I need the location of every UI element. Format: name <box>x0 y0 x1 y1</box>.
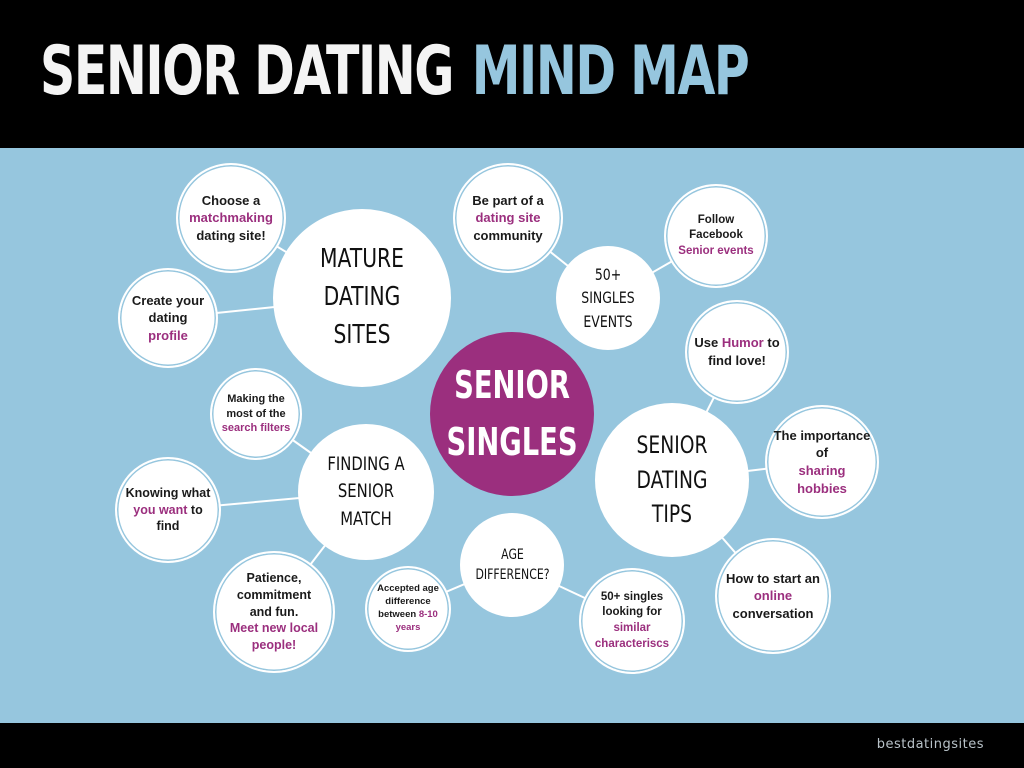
leaf-text: Accepted age difference between 8-10 yea… <box>367 583 449 634</box>
hub-finding-match: FINDING A SENIOR MATCH <box>298 424 434 560</box>
leaf-matchmaking: Choose a matchmaking dating site! <box>176 163 286 273</box>
leaf-text: Patience, commitment and fun. Meet new l… <box>215 570 333 654</box>
leaf-facebook: Follow Facebook Senior events <box>664 184 768 288</box>
leaf-text-a: Use <box>694 335 719 351</box>
leaf-text-b: to find love! <box>708 335 780 368</box>
leaf-text-b: dating site! <box>196 227 266 243</box>
hub-match-label: FINDING A SENIOR MATCH <box>327 452 405 530</box>
leaf-text-b: community <box>473 227 543 243</box>
leaf-text-a: 50+ singles looking for <box>600 590 664 619</box>
hub-dating-tips: SENIOR DATING TIPS <box>595 403 749 557</box>
leaf-text-highlight: search filters <box>221 422 291 435</box>
leaf-text-a: Making the most of the <box>226 392 286 420</box>
footer-bar: bestdatingsites <box>0 723 1024 768</box>
leaf-text: Use Humor to find love! <box>687 334 787 369</box>
leaf-text-highlight: online <box>753 588 793 604</box>
leaf-knowing: Knowing what you want to find <box>115 457 221 563</box>
leaf-patience: Patience, commitment and fun. Meet new l… <box>213 551 335 673</box>
leaf-text: Knowing what you want to find <box>117 485 219 536</box>
leaf-text-a: Be part of a <box>472 192 544 208</box>
leaf-similar: 50+ singles looking for similar characte… <box>579 568 685 674</box>
leaf-text: How to start an online conversation <box>717 570 829 623</box>
leaf-humor: Use Humor to find love! <box>685 300 789 404</box>
title-blue-part: MIND MAP <box>471 32 750 111</box>
leaf-text-a: Follow Facebook <box>689 213 743 242</box>
footer-credit: bestdatingsites <box>876 737 984 752</box>
leaf-text-highlight: you want <box>133 502 188 517</box>
leaf-text-highlight: sharing hobbies <box>797 463 847 496</box>
leaf-text-a: Choose a <box>201 192 261 208</box>
leaf-text-a: The importance of <box>773 427 871 461</box>
leaf-community: Be part of a dating site community <box>453 163 563 273</box>
leaf-text-highlight: dating site <box>475 210 541 226</box>
leaf-text: Follow Facebook Senior events <box>666 213 766 260</box>
leaf-text-highlight: similar characteriscs <box>594 622 670 650</box>
leaf-text: The importance of sharing hobbies <box>767 427 877 497</box>
leaf-text-highlight: Humor <box>721 335 764 351</box>
hub-singles-events: 50+ SINGLES EVENTS <box>556 246 660 350</box>
leaf-text-a: Create your dating <box>131 292 205 326</box>
hub-events-label: 50+ SINGLES EVENTS <box>581 265 635 331</box>
leaf-text: Making the most of the search filters <box>212 392 300 437</box>
hub-tips-label: SENIOR DATING TIPS <box>636 430 708 529</box>
leaf-text-highlight: matchmaking <box>189 210 273 226</box>
hub-mature-label: MATURE DATING SITES <box>320 244 404 350</box>
leaf-text: 50+ singles looking for similar characte… <box>581 590 683 652</box>
leaf-filters: Making the most of the search filters <box>210 368 302 460</box>
center-label: SENIOR SINGLES <box>446 363 578 464</box>
leaf-text-highlight: profile <box>148 327 188 343</box>
leaf-profile: Create your dating profile <box>118 268 218 368</box>
leaf-text-a: How to start an <box>726 570 820 586</box>
leaf-text-highlight: Senior events <box>678 244 754 257</box>
leaf-text-b: to find <box>156 502 203 534</box>
leaf-text-a: Patience, commitment and fun. <box>236 570 312 619</box>
leaf-text: Create your dating profile <box>120 292 216 345</box>
hub-age-label: AGE DIFFERENCE? <box>474 546 550 583</box>
center-senior-singles: SENIOR SINGLES <box>430 332 594 496</box>
leaf-text: Be part of a dating site community <box>466 192 550 245</box>
leaf-text-highlight: Meet new local people! <box>229 621 319 653</box>
title-white-part: SENIOR DATING <box>40 32 454 111</box>
leaf-text-b: conversation <box>732 605 814 621</box>
hub-age-difference: AGE DIFFERENCE? <box>460 513 564 617</box>
hub-mature-dating-sites: MATURE DATING SITES <box>273 209 451 387</box>
leaf-conversation: How to start an online conversation <box>715 538 831 654</box>
leaf-hobbies: The importance of sharing hobbies <box>765 405 879 519</box>
leaf-text-highlight: 8-10 years <box>395 609 438 633</box>
leaf-text-a: Knowing what <box>125 485 211 500</box>
leaf-accepted: Accepted age difference between 8-10 yea… <box>365 566 451 652</box>
leaf-text-a: Accepted age difference between <box>377 583 439 620</box>
leaf-text: Choose a matchmaking dating site! <box>183 192 279 245</box>
